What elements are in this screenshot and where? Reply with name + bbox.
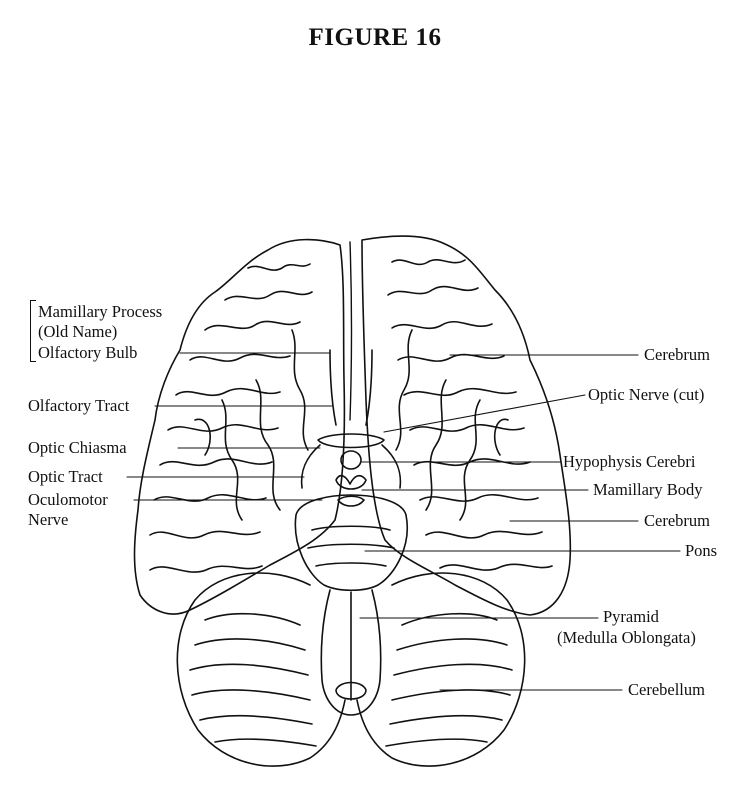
label-olfactory-tract: Olfactory Tract — [28, 396, 130, 415]
label-cerebrum-bottom: Cerebrum — [644, 511, 710, 530]
label-nerve: Nerve — [28, 510, 69, 529]
label-medulla-oblongata: (Medulla Oblongata) — [557, 628, 696, 647]
medulla-oblongata-shape — [320, 589, 382, 716]
label-optic-chiasma: Optic Chiasma — [28, 438, 127, 457]
label-optic-nerve-cut: Optic Nerve (cut) — [588, 385, 705, 404]
label-olfactory-bulb: Olfactory Bulb — [38, 343, 138, 362]
cerebellum-left-outline — [176, 572, 346, 767]
label-old-name: (Old Name) — [38, 322, 118, 341]
left-hemisphere-outline — [133, 238, 346, 615]
olfactory-tract-right — [365, 349, 373, 426]
label-oculomotor: Oculomotor — [28, 490, 108, 509]
label-pons: Pons — [685, 541, 718, 560]
label-mamillary-body: Mamillary Body — [593, 480, 703, 499]
label-cerebellum: Cerebellum — [628, 680, 705, 699]
hypophysis-shape — [340, 450, 362, 470]
label-optic-tract: Optic Tract — [28, 467, 103, 486]
figure-title: FIGURE 16 — [308, 24, 442, 51]
cerebellum-right-outline — [356, 572, 526, 767]
label-bracket — [30, 300, 36, 362]
pons-shape — [294, 494, 408, 592]
olfactory-tract-left — [329, 349, 337, 426]
label-cerebrum-top: Cerebrum — [644, 345, 710, 364]
right-hemisphere-outline — [361, 235, 572, 616]
optic-chiasma-shape — [317, 433, 385, 449]
label-mamillary-process: Mamillary Process — [38, 302, 163, 321]
label-hypophysis-cerebri: Hypophysis Cerebri — [563, 452, 696, 471]
label-pyramid: Pyramid — [603, 607, 659, 626]
mamillary-body-shape — [335, 474, 367, 490]
